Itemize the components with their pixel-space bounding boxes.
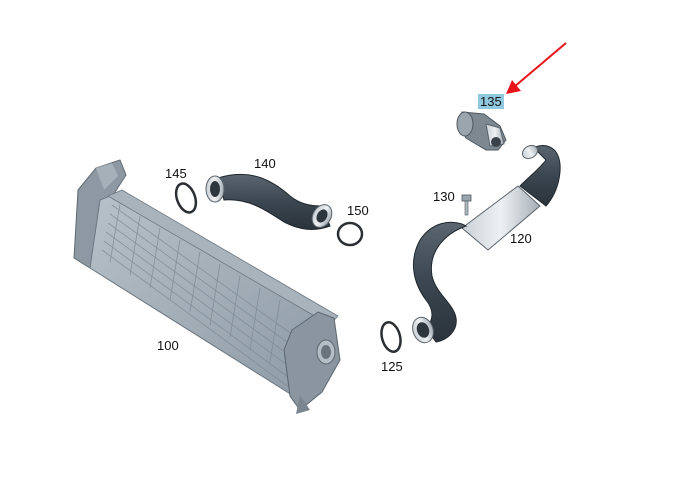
part-label-120[interactable]: 120 — [510, 231, 532, 246]
bolt-130 — [461, 194, 472, 216]
o-ring-145 — [174, 182, 198, 214]
part-label-125[interactable]: 125 — [381, 359, 403, 374]
part-label-150[interactable]: 150 — [347, 203, 369, 218]
o-ring-150 — [336, 221, 364, 247]
part-label-145[interactable]: 145 — [165, 166, 187, 181]
intercooler-100 — [73, 159, 341, 414]
highlight-arrow — [506, 42, 567, 94]
hose-120 — [412, 144, 561, 344]
part-label-135-highlighted[interactable]: 135 — [478, 94, 504, 109]
part-label-130[interactable]: 130 — [433, 189, 455, 204]
o-ring-125 — [380, 321, 402, 353]
sensor-135 — [456, 111, 507, 151]
hose-140 — [205, 173, 333, 230]
part-label-100[interactable]: 100 — [157, 338, 179, 353]
part-label-140[interactable]: 140 — [254, 156, 276, 171]
